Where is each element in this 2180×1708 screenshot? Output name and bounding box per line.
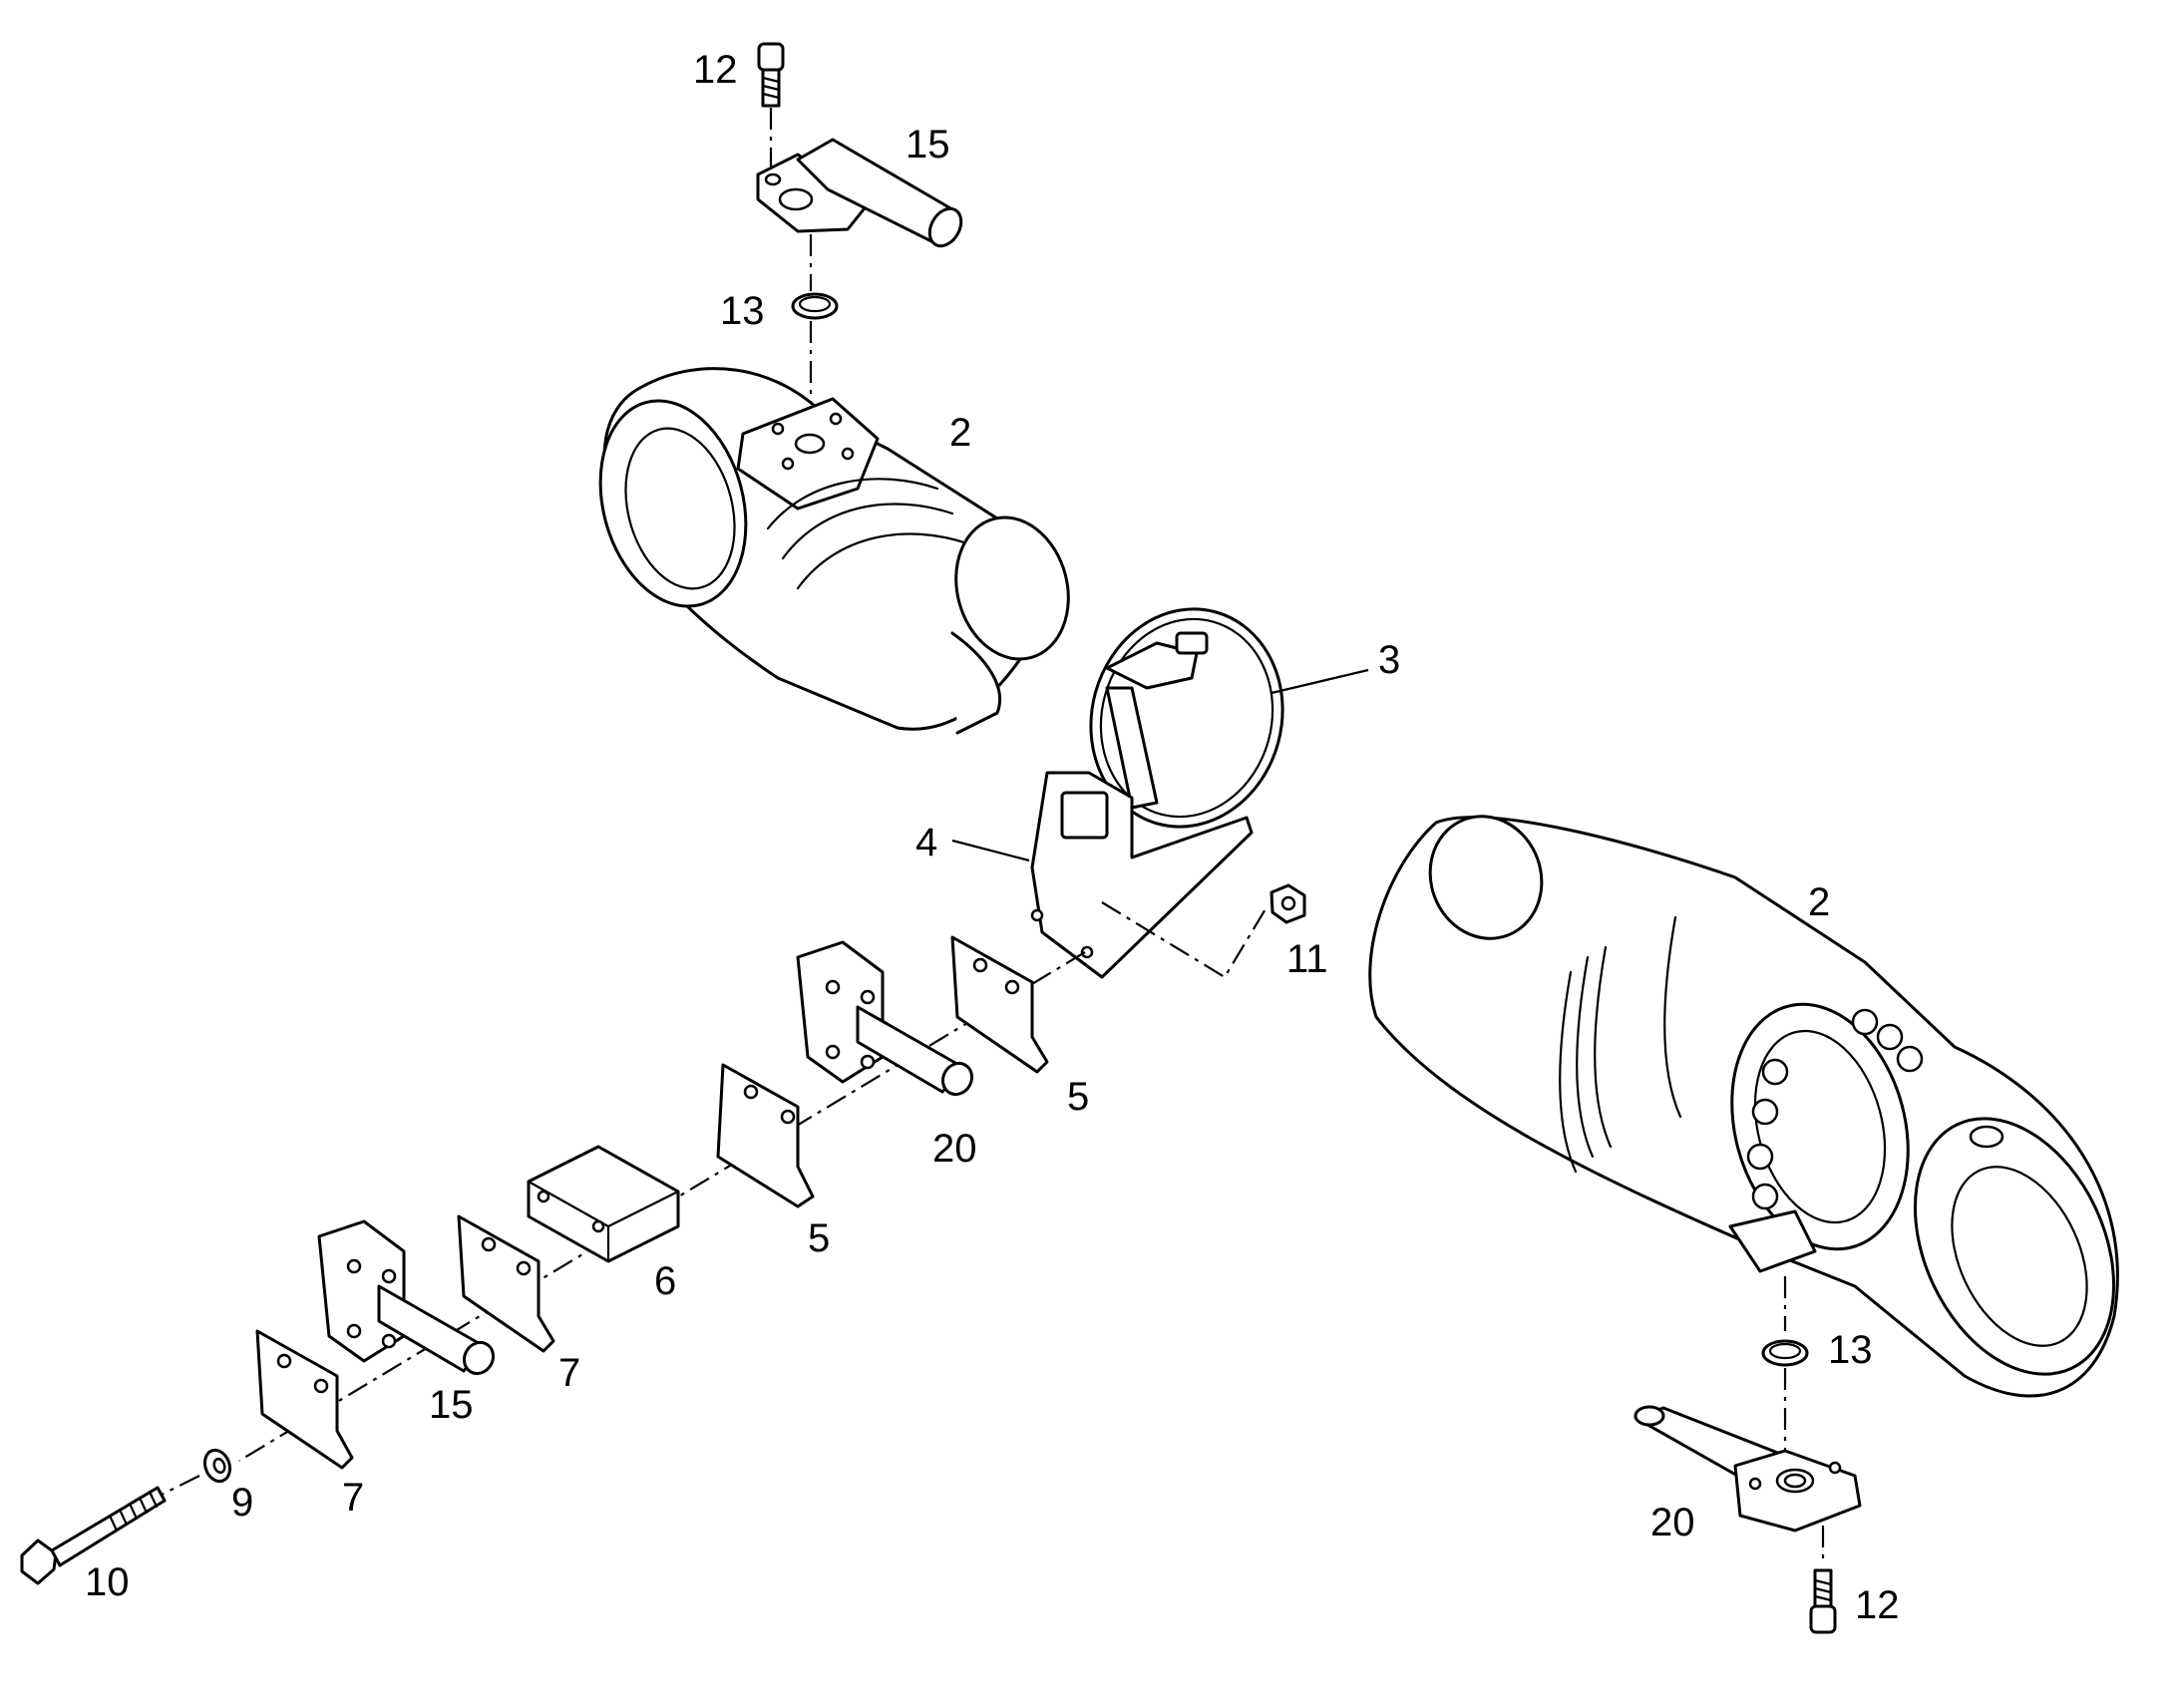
callout-label: 13 — [1828, 1328, 1873, 1372]
callout-label: 2 — [1808, 880, 1830, 924]
axis-line — [159, 1475, 200, 1497]
callout-label: 10 — [85, 1560, 130, 1604]
callout-label: 9 — [231, 1481, 253, 1525]
clamp-half-7-lower — [255, 1329, 354, 1470]
clamp-half-5-lower — [716, 1063, 815, 1208]
nut-11 — [1270, 883, 1306, 924]
callout-label: 15 — [429, 1383, 474, 1427]
axis-line — [1101, 901, 1268, 979]
washer-9 — [202, 1448, 232, 1484]
cylinder-2-right — [1368, 815, 2119, 1398]
spacer-block-6 — [527, 1145, 680, 1263]
callout-label: 20 — [932, 1127, 977, 1171]
callout-label: 20 — [1650, 1501, 1695, 1544]
callout-label: 5 — [1067, 1075, 1089, 1119]
hose-clamp-3 — [1089, 607, 1284, 829]
hose-fitting-20-right — [1634, 1405, 1862, 1533]
callout-label: 7 — [558, 1351, 580, 1395]
bracket-4 — [1030, 771, 1254, 979]
callout-label: 13 — [720, 289, 765, 333]
callout-label: 6 — [654, 1259, 676, 1303]
leader-line — [1271, 668, 1369, 695]
cylinder-2-left — [598, 367, 1070, 735]
leader-line — [951, 839, 1030, 862]
callout-label: 4 — [915, 821, 937, 864]
callout-label: 15 — [906, 123, 950, 167]
callout-label: 2 — [949, 411, 971, 455]
callout-label: 12 — [693, 48, 738, 92]
callout-label: 5 — [808, 1216, 830, 1260]
screw-12-bottom — [1809, 1568, 1837, 1634]
screw-12-top — [757, 42, 785, 108]
flange-15-lower — [317, 1219, 496, 1376]
callout-label: 12 — [1855, 1583, 1900, 1627]
flange-20-mid — [796, 940, 974, 1097]
o-ring-13-top — [791, 292, 839, 320]
clamp-half-7-upper — [457, 1214, 555, 1353]
bolt-10 — [20, 1486, 167, 1585]
hose-fitting-15-top — [756, 138, 963, 248]
clamp-half-5-upper — [950, 935, 1049, 1074]
callout-label: 3 — [1378, 638, 1400, 682]
callout-label: 11 — [1286, 937, 1328, 981]
callout-label: 7 — [342, 1476, 364, 1520]
o-ring-13-right — [1761, 1339, 1809, 1367]
